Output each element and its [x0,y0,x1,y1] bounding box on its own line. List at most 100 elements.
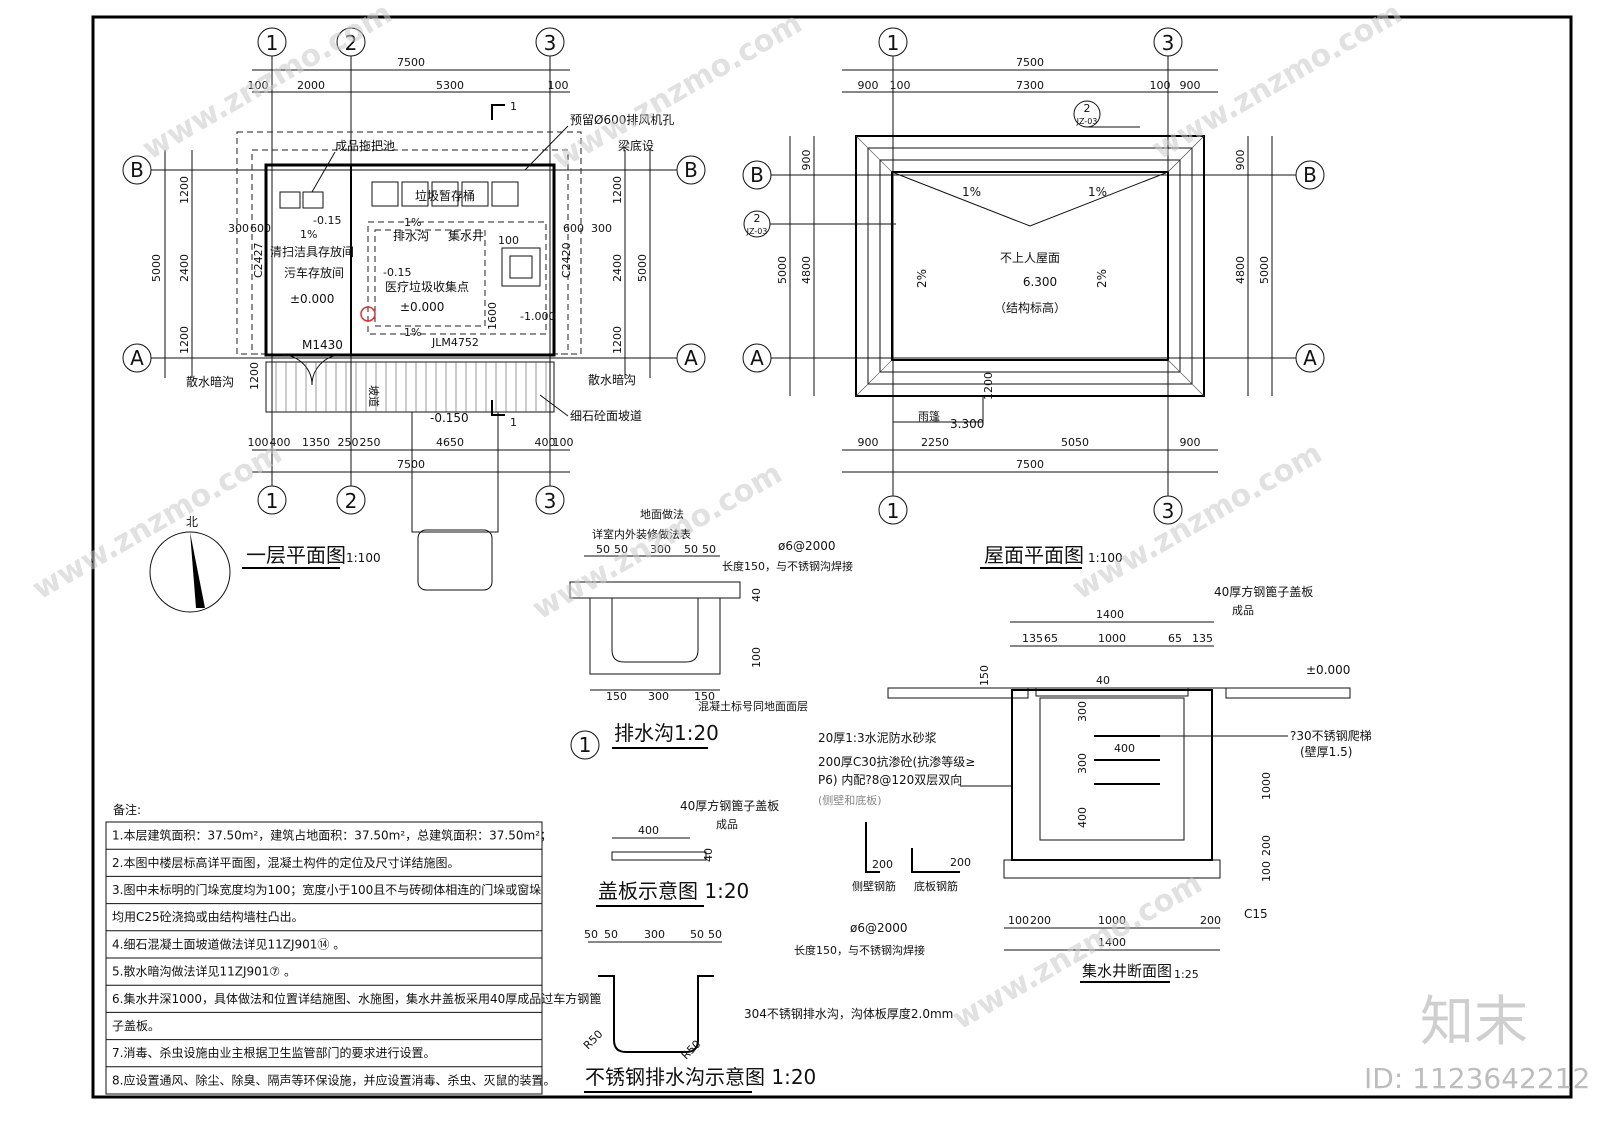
sump-d200-b2: 200 [1200,914,1221,927]
drain-d50a: 50 [596,543,610,556]
roof-dim-900-right: 900 [1234,150,1247,171]
roof-axis-1-bottom: 1 [887,499,900,523]
drain-label-concrete: 混凝土标号同地面面层 [698,699,808,713]
cover-d40: 40 [702,848,715,862]
dim-300-right: 300 [591,222,612,235]
roof-slope-1b: 1% [1088,185,1107,199]
sump-d135b: 135 [1192,632,1213,645]
cover-label: 40厚方钢篦子盖板 [680,798,779,813]
drain-d300-top: 300 [650,543,671,556]
sump-d400-ladder: 400 [1114,742,1135,755]
axis-B-left-label: B [130,158,144,182]
dim-b-400: 400 [270,436,291,449]
sump-label-concrete: 200厚C30抗渗砼(抗渗等级≥ [818,754,975,769]
sump-wall-outer [1011,689,1213,861]
north-arrow-circle [149,531,231,613]
dim-canopy-1200: 1200 [982,372,995,400]
roof-plan-title: 屋面平面图 [984,543,1084,567]
section-mark-bottom-num: 1 [510,416,517,429]
window-c2427: C2427 [252,242,265,278]
sump-label-c15: C15 [1244,907,1268,921]
sump-label-concrete3: (侧壁和底板) [818,793,882,807]
note-line: 3.图中未标明的门垛宽度均为100；宽度小于100且不与砖砌体相连的门垛或窗垛 [112,882,541,897]
drainage-ditch-outline [367,221,547,335]
sump-ground-right [1225,687,1351,699]
label-ramp-small: 坡道 [367,385,381,407]
sump-label-ladder2: (壁厚1.5) [1300,744,1352,759]
label-canopy: 雨篷 [918,409,940,423]
roof-dim-2250: 2250 [921,436,949,449]
cover-plate [611,851,707,861]
roof-slope-1a: 1% [962,185,981,199]
drain-d150a: 150 [606,690,627,703]
watermark-site-4: www.znzmo.com [27,436,289,607]
note-line: 均用C25砼浇捣或由结构墙柱凸出。 [112,909,304,924]
dim-sump-100: 100 [498,234,519,247]
watermark-logo: 知末 [1420,990,1528,1053]
section-mark-top [491,104,505,120]
watermark-site-6: www.znzmo.com [1067,436,1329,607]
dim-5000-left: 5000 [150,254,163,282]
north-arrow-icon [190,532,205,608]
roof-dim-b-900a: 900 [858,436,879,449]
canopy [892,395,984,423]
note-line: 5.散水暗沟做法详见11ZJ901⑦ 。 [112,964,296,979]
note-line: 1.本层建筑面积：37.50m²，建筑占地面积：37.50m²，总建筑面积：37… [112,828,552,843]
sump-d200-b1: 200 [1030,914,1051,927]
note-line: 4.细石混凝土面坡道做法详见11ZJ901⑭ 。 [112,936,345,951]
sump-level0: ±0.000 [1306,663,1350,677]
dim-2000: 2000 [297,79,325,92]
ss-label-length: 长度150，与不锈钢沟焊接 [794,943,925,957]
sump-d100-side: 100 [1260,861,1273,882]
axis-3-top-label: 3 [544,31,557,55]
sump-d200-side: 200 [1260,835,1273,856]
mop-sink-1 [279,191,301,209]
drain-label-length: 长度150，与不锈钢沟焊接 [722,559,853,573]
roof-slope-2a: 2% [915,269,929,288]
label-medical-waste: 医疗垃圾收集点 [385,279,469,294]
notes-heading: 备注: [113,802,141,817]
label-apron-left: 散水暗沟 [186,374,234,389]
sump-d300a: 300 [1076,701,1089,722]
label-fan-hole: 预留Ø600排风机孔 [570,113,674,127]
watermark-site-5: www.znzmo.com [527,456,789,627]
level-room-right: ±0.000 [400,300,444,314]
sump-d1400-top: 1400 [1096,608,1124,621]
sump-label-concrete2: P6) 内配?8@120双层双向 [818,772,962,787]
roof-dim-900-left: 900 [800,150,813,171]
sump-label-cover: 40厚方钢篦子盖板 [1214,584,1313,599]
roof-dim-7500-top: 7500 [1016,56,1044,69]
note-line: 6.集水井深1000，具体做法和位置详结施图、水施图，集水井盖板采用40厚成品过… [112,991,601,1006]
dim-5300: 5300 [436,79,464,92]
axis-A-right-label: A [684,346,698,370]
ss-d50b: 50 [604,928,618,941]
drain-title: 排水沟1:20 [614,721,719,745]
dim-600-left: 600 [250,222,271,235]
slope-1-c: 1% [300,228,317,241]
sump-wall-inner [1039,697,1185,841]
sump-label-cover2: 成品 [1232,604,1254,617]
level-m015: -0.150 [430,411,469,425]
level-sump: -1.000 [520,310,555,323]
roof-dim-5050: 5050 [1061,436,1089,449]
drain-d50d: 50 [702,543,716,556]
ss-d300: 300 [644,928,665,941]
dim-b-250a: 250 [338,436,359,449]
ss-r50a: R50 [581,1028,605,1052]
cover-title: 盖板示意图 1:20 [598,879,749,903]
drain-d50b: 50 [614,543,628,556]
drain-d300-bottom: 300 [648,690,669,703]
roof-ridge [891,171,1169,227]
floor-plan-title: 一层平面图 [246,543,346,567]
ss-d50a: 50 [584,928,598,941]
floor-plan: 1 2 3 1 2 3 B A B A 7500 100 2000 5300 1… [122,27,706,613]
drain-body [589,597,721,675]
drain-number-bubble [570,730,600,760]
sump-d40: 40 [1096,674,1110,687]
cover-d400: 400 [638,824,659,837]
roof-dim-7500-bottom: 7500 [1016,458,1044,471]
roof-dim-100a: 100 [890,79,911,92]
note-line: 8.应设置通风、除尘、除臭、隔声等环保设施，并应设置消毒、杀虫、灭鼠的装置。 [112,1072,555,1087]
watermark-id: ID: 1123642212 [1364,1062,1590,1095]
section-mark-bottom [491,400,505,416]
